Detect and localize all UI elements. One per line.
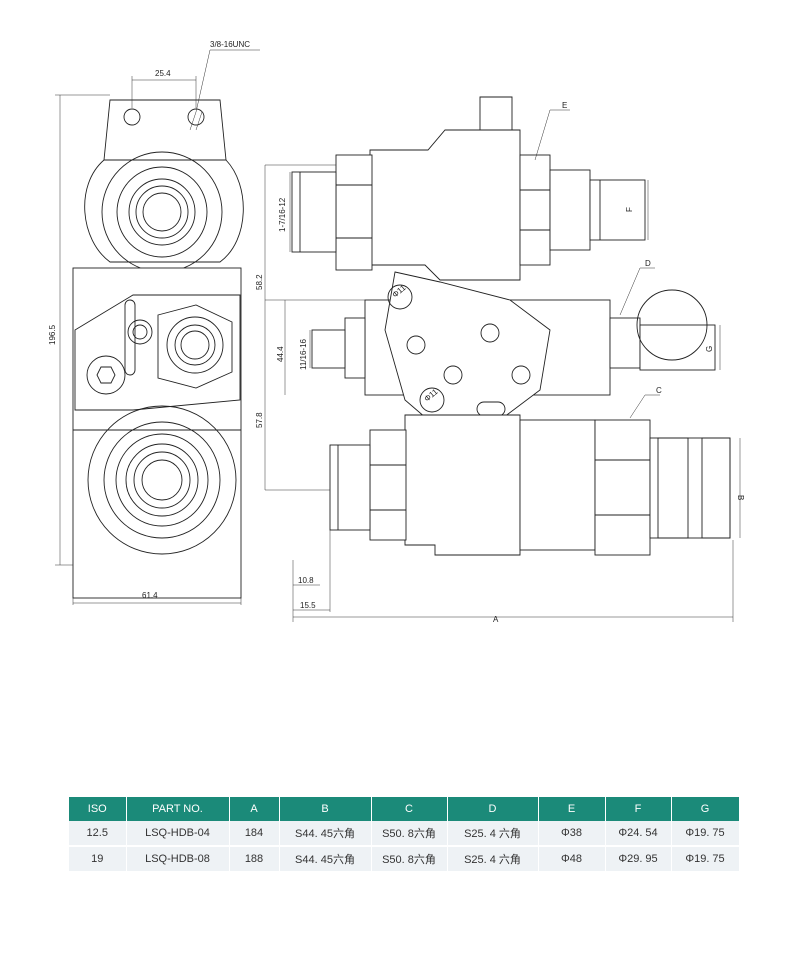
label-e: E <box>562 101 567 110</box>
header-a: A <box>229 797 280 821</box>
label-b: B <box>736 495 745 500</box>
label-f: F <box>625 207 634 212</box>
cell-part-no: LSQ-HDB-04 <box>126 821 230 847</box>
header-c: C <box>371 797 448 821</box>
header-b: B <box>279 797 372 821</box>
cell-a: 184 <box>229 821 280 847</box>
header-part-no: PART NO. <box>126 797 230 821</box>
cell-c: S50. 8六角 <box>371 821 448 847</box>
cell-iso: 12.5 <box>69 821 127 847</box>
header-e: E <box>538 797 606 821</box>
cell-c: S50. 8六角 <box>371 846 448 873</box>
mount-hole-right <box>187 108 205 126</box>
dim-61-4: 61.4 <box>142 591 158 600</box>
header-g: G <box>671 797 740 821</box>
cell-b: S44. 45六角 <box>279 821 372 847</box>
front-view <box>55 49 260 605</box>
mounting-hole-bottom <box>419 387 445 413</box>
cell-d: S25. 4 六角 <box>447 846 539 873</box>
cell-e: Φ48 <box>538 846 606 873</box>
thread-callout-1-7-16: 1-7/16-12 <box>278 197 287 232</box>
cell-f: Φ29. 95 <box>605 846 672 873</box>
thread-callout-11-16: 11/16-16 <box>299 338 308 370</box>
spec-table: ISO PART NO. A B C D E F G 12.5 LSQ-HDB-… <box>69 797 740 873</box>
label-g: G <box>705 346 714 352</box>
technical-drawing: 3/8-16UNC 25.4 196.5 61.4 1-7/16-12 58.2… <box>48 40 745 624</box>
cell-g: Φ19. 75 <box>671 846 740 873</box>
header-iso: ISO <box>69 797 127 821</box>
dim-15-5: 15.5 <box>300 601 316 610</box>
mounting-hole-top <box>387 284 413 310</box>
cell-part-no: LSQ-HDB-08 <box>126 846 230 873</box>
label-d: D <box>645 259 651 268</box>
label-c: C <box>656 386 662 395</box>
thread-callout-top: 3/8-16UNC <box>210 40 250 49</box>
dim-44-4: 44.4 <box>276 346 285 362</box>
dim-57-8: 57.8 <box>255 412 264 428</box>
cell-e: Φ38 <box>538 821 606 847</box>
cell-a: 188 <box>229 846 280 873</box>
table-row: 12.5 LSQ-HDB-04 184 S44. 45六角 S50. 8六角 S… <box>69 821 740 847</box>
mount-hole-left <box>123 108 141 126</box>
dim-25-4: 25.4 <box>155 69 171 78</box>
cell-d: S25. 4 六角 <box>447 821 539 847</box>
dim-10-8: 10.8 <box>298 576 314 585</box>
table-header-row: ISO PART NO. A B C D E F G <box>69 797 740 821</box>
header-f: F <box>605 797 672 821</box>
cell-b: S44. 45六角 <box>279 846 372 873</box>
header-d: D <box>447 797 539 821</box>
dim-58-2: 58.2 <box>255 274 264 290</box>
label-a: A <box>493 615 499 624</box>
cell-f: Φ24. 54 <box>605 821 672 847</box>
side-view <box>264 96 741 622</box>
cell-g: Φ19. 75 <box>671 821 740 847</box>
cell-iso: 19 <box>69 846 127 873</box>
table-row: 19 LSQ-HDB-08 188 S44. 45六角 S50. 8六角 S25… <box>69 846 740 873</box>
dim-196-5: 196.5 <box>48 324 57 345</box>
